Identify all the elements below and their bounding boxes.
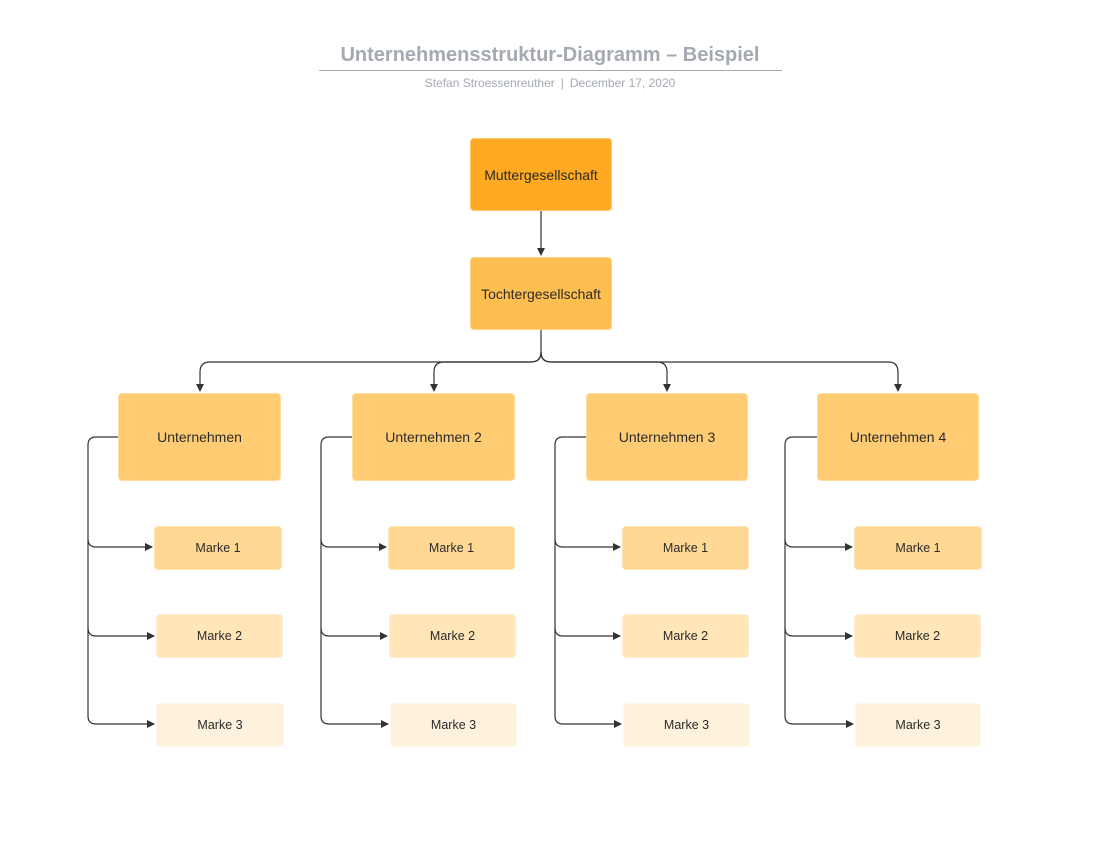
node-company-1[interactable]: Unternehmen	[118, 393, 281, 481]
node-company-3-brand-3[interactable]: Marke 3	[623, 703, 750, 747]
connector-company-1-brands	[87, 436, 155, 728]
node-parent-company[interactable]: Muttergesellschaft	[470, 138, 612, 211]
connector-company-3-brands	[554, 436, 622, 728]
node-company-3[interactable]: Unternehmen 3	[586, 393, 748, 481]
connector-company-1-brand-1	[87, 538, 153, 551]
node-company-4-brand-1[interactable]: Marke 1	[854, 526, 982, 570]
node-company-2-brand-2[interactable]: Marke 2	[389, 614, 516, 658]
connector-company-2-brands	[320, 436, 389, 728]
diagram-subtitle: Stefan Stroessenreuther | December 17, 202…	[0, 76, 1100, 90]
node-company-1-brand-1[interactable]: Marke 1	[154, 526, 282, 570]
title-underline	[319, 70, 782, 71]
connector-subsidiary-company-3	[540, 351, 671, 392]
connector-company-4-brand-2	[784, 627, 853, 640]
node-company-1-brand-2[interactable]: Marke 2	[156, 614, 283, 658]
connector-company-3-brand-1	[554, 538, 621, 551]
connector-subsidiary-company-2	[430, 351, 542, 392]
node-subsidiary[interactable]: Tochtergesellschaft	[470, 257, 612, 330]
connector-subsidiary-company-4	[540, 351, 902, 392]
node-company-3-brand-1[interactable]: Marke 1	[622, 526, 749, 570]
diagram-date: December 17, 2020	[569, 76, 676, 90]
node-company-3-brand-2[interactable]: Marke 2	[622, 614, 749, 658]
node-company-2[interactable]: Unternehmen 2	[352, 393, 515, 481]
node-company-2-brand-1[interactable]: Marke 1	[388, 526, 515, 570]
connector-company-4-brands	[784, 436, 854, 728]
connector-subsidiary-company-1	[196, 330, 542, 392]
node-company-1-brand-3[interactable]: Marke 3	[156, 703, 284, 747]
subtitle-separator: |	[560, 76, 564, 90]
connector-company-1-brand-2	[87, 627, 155, 640]
connector-company-4-brand-1	[784, 538, 853, 551]
author-name: Stefan Stroessenreuther	[424, 76, 555, 90]
diagram-title: Unternehmensstruktur-Diagramm – Beispiel	[340, 44, 760, 66]
node-company-4-brand-3[interactable]: Marke 3	[855, 703, 981, 747]
node-company-2-brand-3[interactable]: Marke 3	[390, 703, 517, 747]
connector-company-3-brand-2	[554, 627, 621, 640]
node-company-4-brand-2[interactable]: Marke 2	[854, 614, 981, 658]
node-company-4[interactable]: Unternehmen 4	[817, 393, 979, 481]
connector-company-2-brand-1	[320, 538, 387, 551]
connector-company-2-brand-2	[320, 627, 388, 640]
